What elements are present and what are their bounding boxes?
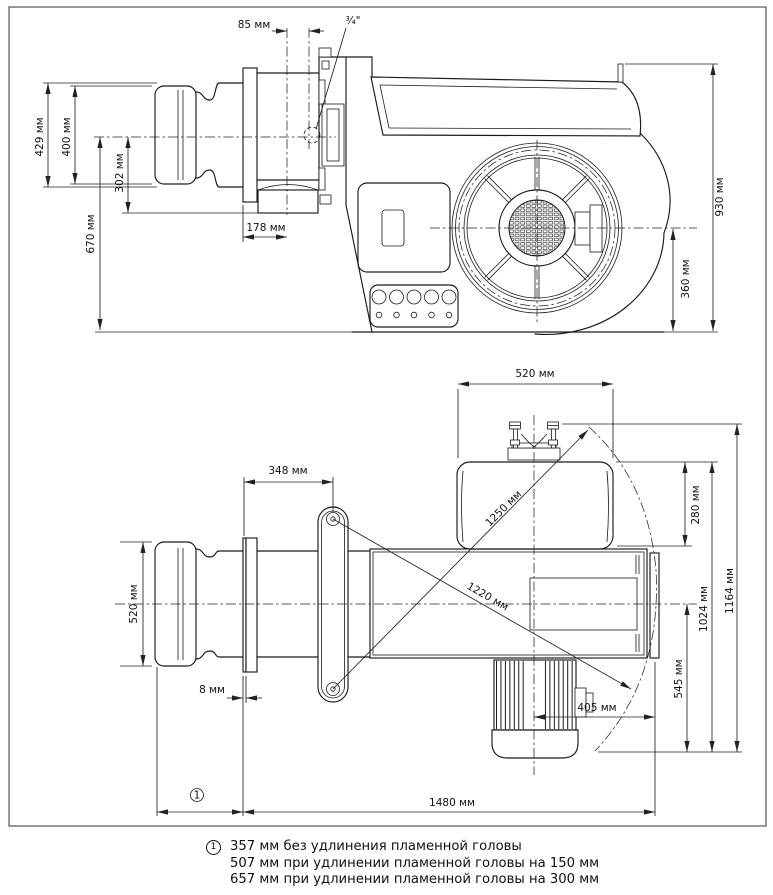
dim-545: 545 мм [673,604,690,752]
plan-burner-flange [245,537,258,673]
side-button-panel [369,284,459,328]
footnote-text-2: 507 мм при удлинении пламенной головы на… [230,855,600,871]
plan-fan-housing [456,461,614,550]
side-display-panel [357,182,451,273]
motor-fins-right [543,661,574,729]
dim-85: 85 мм [238,19,324,34]
dim-label-429: 429 мм [34,117,46,156]
dim-ref-1: 1 [156,667,243,816]
dim-348: 348 мм [243,465,334,536]
dim-400: 400 мм [61,85,152,185]
motor-fins-left [496,661,527,729]
side-air-hood [370,63,642,137]
dim-8: 8 мм [199,676,262,703]
drawing-border [8,6,767,827]
hood-lip [617,63,624,83]
footnote-line-3: 657 мм при удлинении пламенной головы на… [206,872,599,889]
side-intermediate-tube [256,72,320,214]
dim-405: 405 мм [534,662,656,816]
dim-label-360: 360 мм [680,259,692,298]
dim-1480: 1480 мм [242,676,655,816]
footnote-line-2: 507 мм при удлинении пламенной головы на… [206,856,599,873]
dim-label-85: 85 мм [238,19,271,31]
dim-670: 670 мм [85,137,103,330]
dim-178: 178 мм [242,205,287,242]
burner-flange [242,67,258,203]
plan-hinge-flange [317,506,349,703]
dim-gas-size: ¾" [315,15,361,130]
dim-label-545: 545 мм [673,659,685,698]
footnote-line-1: 1 357 мм без удлинения пламенной головы [206,839,599,856]
gas-connection [303,126,321,144]
footnote-text-3: 657 мм при удлинении пламенной головы на… [230,872,600,887]
footnote-text-1: 357 мм без удлинения пламенной головы [230,839,522,854]
dim-label-348: 348 мм [268,465,307,477]
fan-motor-coupling [574,204,603,253]
dim-label-34: ¾" [345,15,360,27]
dim-930: 930 мм [625,63,726,331]
footnote: 1 357 мм без удлинения пламенной головы … [206,839,599,889]
dim-label-400: 400 мм [61,117,73,156]
swing-arc [588,426,657,752]
dim-label-1024: 1024 мм [698,586,710,632]
dim-label-280: 280 мм [690,485,702,524]
dim-label-1480: 1480 мм [429,797,475,809]
side-housing-front [303,47,373,333]
dim-label-1164: 1164 мм [724,568,736,614]
side-view: 85 мм ¾" 429 мм 400 мм 670 мм 302 мм [34,15,726,336]
plan-body [369,548,660,659]
footnote-ref-icon: 1 [206,840,221,855]
side-flame-head [154,67,258,203]
fan-spokes [484,157,590,299]
dim-label-930: 930 мм [714,177,726,216]
dim-520-left: 520 мм [120,541,152,667]
dim-1024: 1024 мм [698,462,715,752]
dim-label-405: 405 мм [577,702,616,714]
dim-label-302: 302 мм [114,153,126,192]
mounting-foot [257,189,319,214]
plan-blast-tube [256,550,371,658]
side-centerlines [94,28,697,322]
dim-360: 360 мм [670,229,692,331]
dim-label-178: 178 мм [246,222,285,234]
dim-label-8: 8 мм [199,684,225,696]
plan-view: 1250 мм 1220 мм 520 мм 348 мм 8 мм [115,368,742,816]
dim-429: 429 мм [34,82,157,188]
dim-label-ref: 1 [194,790,201,802]
display-window [381,209,405,247]
dim-label-670: 670 мм [85,214,97,253]
dim-302: 302 мм [114,137,258,214]
dim-280: 280 мм [616,461,718,547]
dim-label-520-top: 520 мм [515,368,554,380]
side-fan-scroll [95,132,718,336]
dim-label-520-left: 520 мм [128,584,140,623]
dim-520-top: 520 мм [457,368,614,458]
body-end-flange [649,552,660,659]
dim-1164: 1164 мм [562,423,742,753]
motor-end-cap [491,729,579,759]
